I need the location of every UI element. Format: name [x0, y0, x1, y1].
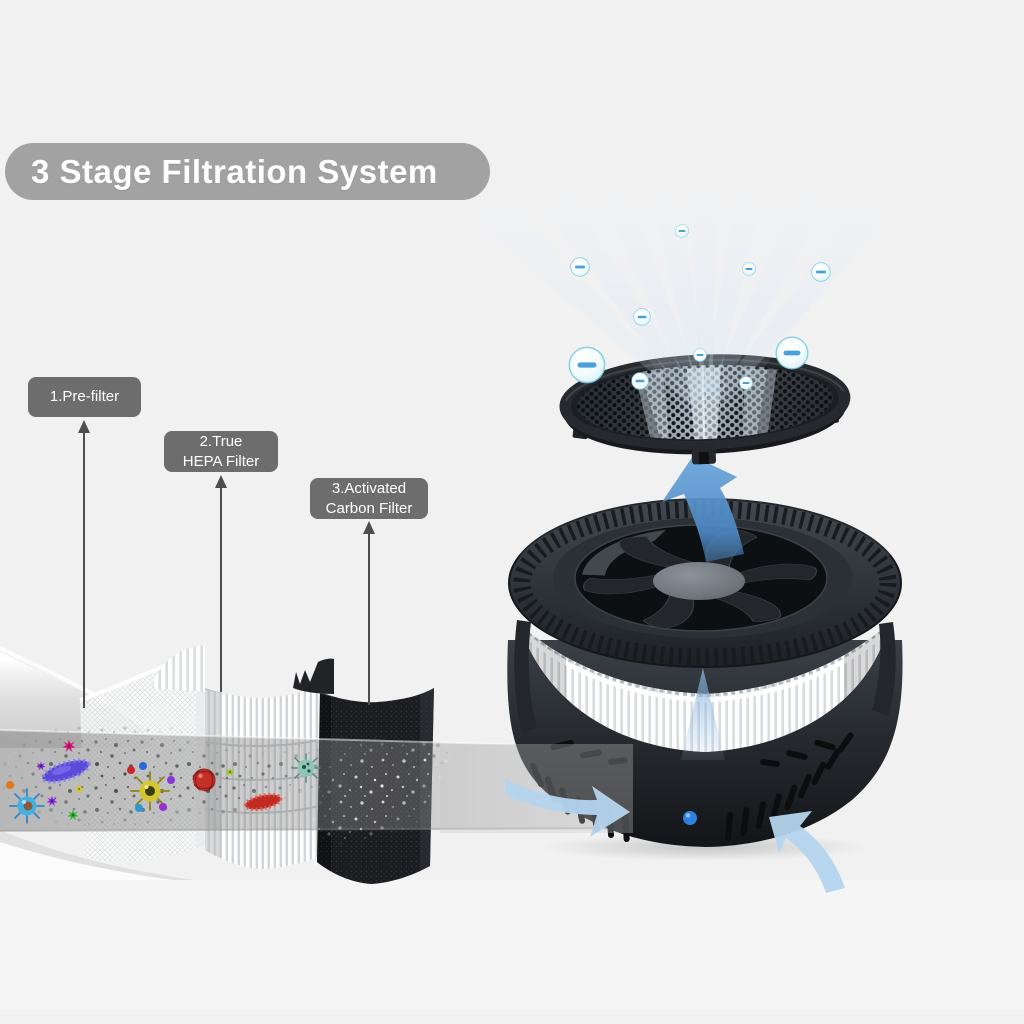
microbe-virus-cyan — [9, 788, 45, 824]
fan-hub — [653, 562, 745, 600]
leader-lines — [78, 420, 375, 708]
callout-pre-filter-label: 1.Pre-filter — [49, 388, 120, 406]
microbe-dots — [6, 762, 175, 812]
negative-ion-bubble — [631, 372, 649, 390]
callout-activated-carbon-filter: 3.Activated Carbon Filter — [310, 478, 428, 519]
hepa-back-wall — [152, 645, 205, 692]
negative-ion-bubble — [570, 257, 590, 277]
callout-true-hepa-filter: 2.True HEPA Filter — [164, 431, 278, 472]
airflow-up-arrow — [662, 456, 744, 562]
leader-line-carbon-filter — [363, 521, 375, 705]
callout-pre-filter: 1.Pre-filter — [28, 377, 141, 417]
negative-ion-bubble — [568, 346, 606, 384]
carbon-back-wall — [293, 658, 334, 694]
shell-support-right — [872, 622, 896, 716]
title-banner: 3 Stage Filtration System — [5, 143, 490, 200]
microbe-virus-teal — [291, 753, 321, 783]
negative-ion-bubble — [693, 348, 707, 362]
arrow-up-icon — [363, 521, 375, 534]
negative-ion-bubble — [742, 262, 756, 276]
intake-arrow-right — [769, 811, 845, 893]
negative-ion-bubble — [775, 336, 809, 370]
power-led-highlight — [685, 813, 691, 818]
microbe-mesh-ball-red — [192, 768, 216, 792]
intake-arrow-left — [505, 779, 630, 837]
background-swoosh — [0, 646, 1024, 1010]
microbe-virus-yellow — [130, 771, 170, 811]
air-purifier-device — [440, 191, 903, 893]
filter-airflow-arrow — [681, 668, 725, 760]
clean-air-rays — [468, 191, 894, 420]
callout-activated-carbon-filter-label: 3.Activated Carbon Filter — [325, 480, 413, 517]
negative-ion-bubble — [811, 262, 831, 282]
arrow-up-icon — [78, 420, 90, 433]
arrow-up-icon — [215, 475, 227, 488]
microbe-rod-bacteria-blue — [41, 758, 91, 784]
negative-ion-bubble — [739, 376, 753, 390]
callout-true-hepa-filter-label: 2.True HEPA Filter — [182, 433, 260, 470]
shell-support-left — [514, 620, 537, 733]
fan-ring — [508, 497, 902, 668]
leader-line-pre-filter — [78, 420, 90, 708]
microbes-group — [6, 739, 321, 824]
power-led — [683, 811, 697, 825]
title-text: 3 Stage Filtration System — [31, 152, 438, 190]
leader-line-hepa-filter — [215, 475, 227, 692]
grille-clip-bottom — [691, 445, 716, 465]
negative-ion-bubble — [675, 224, 689, 238]
ash-speckles — [300, 720, 475, 860]
negative-ion-bubble — [633, 308, 651, 326]
